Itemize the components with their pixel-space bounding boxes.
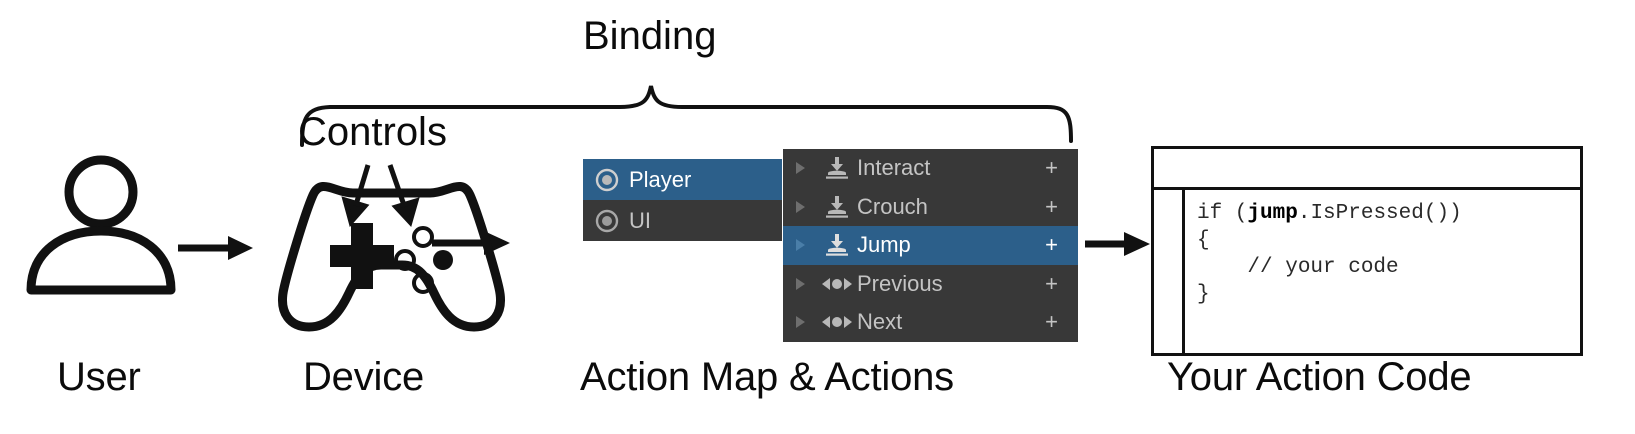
code-line-1-pre: if ( xyxy=(1197,202,1248,225)
code-window-titlebar xyxy=(1151,146,1583,190)
action-label: Crouch xyxy=(857,193,928,219)
action-map-label: UI xyxy=(629,207,651,233)
action-label: Interact xyxy=(857,155,931,181)
button-action-icon xyxy=(817,233,857,257)
add-binding-button[interactable]: + xyxy=(1045,270,1058,296)
action-row-interact[interactable]: Interact + xyxy=(783,149,1078,188)
chevron-right-icon[interactable] xyxy=(783,238,817,252)
add-binding-button[interactable]: + xyxy=(1045,193,1058,219)
arrow-actions-code xyxy=(1085,232,1150,256)
caption-device: Device xyxy=(303,355,425,399)
code-window-body[interactable] xyxy=(1151,190,1583,356)
axis-action-icon xyxy=(817,314,857,330)
arrow-user-device xyxy=(178,236,253,260)
user-icon xyxy=(26,155,176,295)
action-map-label: Player xyxy=(629,166,692,192)
action-row-next[interactable]: Next + xyxy=(783,303,1078,342)
add-binding-button[interactable]: + xyxy=(1045,155,1058,181)
code-window-title xyxy=(1154,149,1155,150)
action-label: Jump xyxy=(857,232,911,258)
action-map-row-ui[interactable]: UI xyxy=(583,200,782,241)
action-row-jump[interactable]: Jump + xyxy=(783,226,1078,265)
action-label: Previous xyxy=(857,270,943,296)
code-window[interactable]: if (jump.IsPressed()) { // your code } xyxy=(1151,146,1583,356)
code-line-4: } xyxy=(1197,283,1210,306)
binding-label: Binding xyxy=(583,14,717,58)
button-action-icon xyxy=(817,195,857,219)
action-map-row-player[interactable]: Player xyxy=(583,159,782,200)
controls-arrows xyxy=(341,164,420,228)
action-label: Next xyxy=(857,309,903,335)
action-map-icon xyxy=(595,168,619,192)
action-map-icon xyxy=(595,209,619,233)
code-window-gutter xyxy=(1151,190,1185,356)
axis-action-icon xyxy=(817,276,857,292)
code-line-3: // your code xyxy=(1197,256,1399,279)
chevron-right-icon[interactable] xyxy=(783,161,817,175)
controls-label: Controls xyxy=(298,110,447,154)
caption-action-map-actions: Action Map & Actions xyxy=(580,355,954,399)
button-action-icon xyxy=(817,156,857,180)
code-line-1-bold: jump xyxy=(1247,202,1298,225)
caption-your-action-code: Your Action Code xyxy=(1167,355,1472,399)
add-binding-button[interactable]: + xyxy=(1045,309,1058,335)
chevron-right-icon[interactable] xyxy=(783,277,817,291)
gamepad-icon xyxy=(278,182,505,332)
caption-user: User xyxy=(57,355,141,399)
code-text: if (jump.IsPressed()) { // your code } xyxy=(1197,200,1577,308)
action-row-crouch[interactable]: Crouch + xyxy=(783,187,1078,226)
chevron-right-icon[interactable] xyxy=(783,315,817,329)
binding-brace xyxy=(300,85,1073,147)
actions-panel[interactable]: Interact + Crouch + xyxy=(783,149,1078,342)
action-map-panel[interactable]: Player UI xyxy=(583,159,782,241)
chevron-right-icon[interactable] xyxy=(783,200,817,214)
code-line-2: { xyxy=(1197,229,1210,252)
code-line-1-post: .IsPressed()) xyxy=(1297,202,1462,225)
add-binding-button[interactable]: + xyxy=(1045,232,1058,258)
action-row-previous[interactable]: Previous + xyxy=(783,264,1078,303)
